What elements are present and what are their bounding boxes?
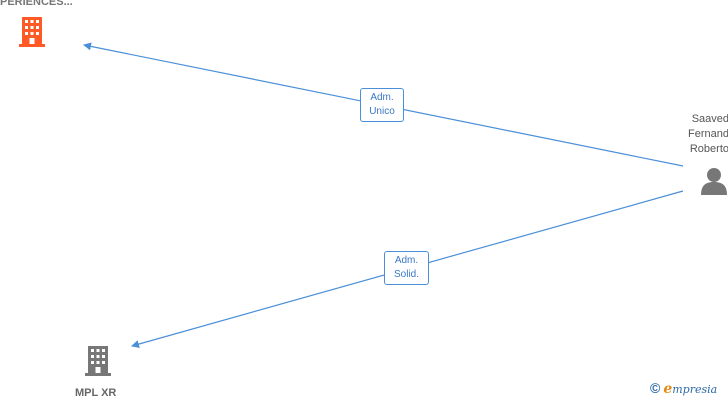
company-label-top[interactable]: PERIENCES...	[0, 0, 73, 8]
person-name-line: Saaved	[691, 113, 728, 125]
edge-label-adm-solid: Adm. Solid.	[384, 251, 429, 285]
edge-label-line: Solid.	[393, 269, 419, 280]
brand-initial: e	[663, 381, 673, 397]
building-icon[interactable]	[19, 17, 45, 47]
company-label-bottom[interactable]: MPL XR	[75, 387, 117, 399]
edge-label-line: Adm.	[370, 92, 394, 103]
person-name-label[interactable]: Saaved Fernand Roberto	[669, 112, 728, 157]
person-name-line: Fernand	[688, 128, 728, 140]
edge-label-line: Unico	[369, 106, 395, 117]
brand-name: mpresia	[672, 383, 718, 396]
edge-label-adm-unico: Adm. Unico	[360, 88, 404, 122]
edge-label-line: Adm.	[394, 255, 419, 266]
copyright-icon: ©	[650, 380, 661, 396]
building-icon[interactable]	[85, 346, 111, 376]
person-icon[interactable]	[701, 168, 727, 195]
empresia-watermark: ©empresia	[650, 380, 717, 397]
person-name-line: Roberto	[689, 143, 728, 155]
